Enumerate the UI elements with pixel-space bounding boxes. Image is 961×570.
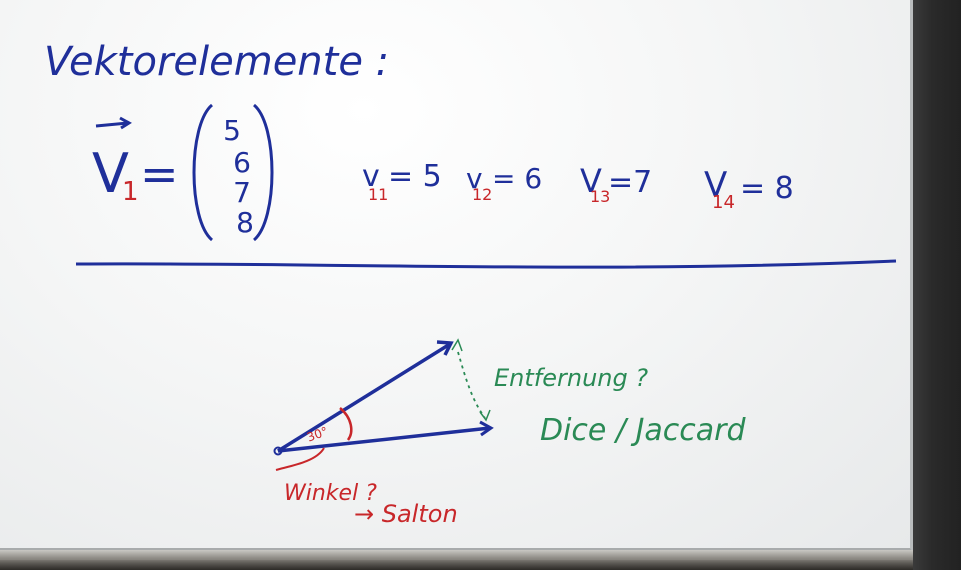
element-letter: v — [362, 159, 380, 194]
distance-question: Entfernung ? — [494, 364, 648, 392]
angle-label: 30° — [305, 424, 330, 444]
left-parenthesis — [192, 103, 214, 242]
element-value: = 8 — [740, 171, 794, 206]
distance-arrow-up-icon — [451, 338, 463, 352]
divider-line — [75, 259, 897, 269]
vector-definition: V 1 = 5 6 7 8 — [92, 103, 274, 242]
lower-vector-line — [277, 426, 491, 453]
vector-arrow-icon — [95, 116, 132, 130]
element-value: = 5 — [388, 159, 442, 194]
vector-entry: 6 — [233, 146, 251, 179]
distance-arrow-down-icon — [479, 409, 491, 422]
vector-entry: 7 — [233, 176, 251, 209]
element-value: =7 — [608, 165, 652, 200]
element-index: 14 — [712, 192, 735, 213]
element-letter: v — [466, 162, 483, 195]
upper-arrow-head-icon — [436, 340, 454, 356]
heading-text: Vektorelemente : — [44, 39, 389, 85]
vector-entry: 5 — [223, 114, 241, 147]
distance-method: Dice / Jaccard — [540, 413, 747, 448]
right-parenthesis — [252, 103, 274, 242]
angle-pointer-line — [275, 447, 325, 471]
upper-vector-line — [277, 342, 451, 453]
element-index: 12 — [472, 185, 492, 204]
element-letter: V — [704, 165, 727, 205]
element-equations: v 11 = 5 v 12 = 6 V 13 =7 V 14 = 8 — [362, 159, 794, 213]
angle-arc — [339, 407, 353, 441]
angle-question: Winkel ? — [284, 481, 377, 506]
element-index: 11 — [368, 185, 388, 204]
vector-diagram: 30° — [273, 338, 494, 471]
vector-symbol: V — [92, 142, 129, 205]
lower-arrow-head-icon — [479, 420, 494, 437]
vector-index: 1 — [122, 177, 139, 207]
element-index: 13 — [590, 187, 610, 206]
element-letter: V — [580, 162, 602, 200]
board-frame-edge — [913, 0, 961, 570]
tray-shadow — [0, 560, 913, 570]
origin-point — [273, 446, 283, 456]
vector-entry: 8 — [236, 206, 254, 239]
whiteboard — [0, 0, 913, 552]
angle-method: → Salton — [354, 500, 458, 528]
element-value: = 6 — [492, 162, 542, 195]
vector-equals: = — [140, 147, 179, 201]
distance-dashed-line — [457, 351, 486, 419]
